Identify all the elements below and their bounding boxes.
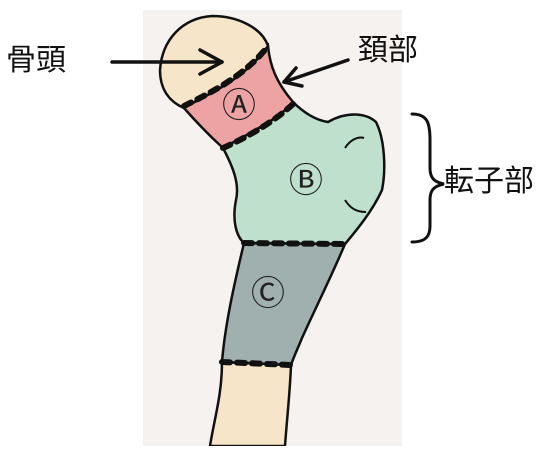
label-femoral-neck: 頚部: [358, 36, 418, 66]
boundary-trochanter-subtrochanter: [244, 243, 345, 244]
trochanter-brace: [412, 114, 444, 242]
region-c-letter: Ⓒ: [251, 274, 285, 314]
region-a-letter: Ⓐ: [222, 86, 256, 126]
label-femoral-head: 骨頭: [6, 46, 66, 76]
femur-shaft: [210, 362, 291, 446]
label-trochanter: 転子部: [444, 167, 534, 197]
region-b-letter: Ⓑ: [289, 161, 323, 201]
